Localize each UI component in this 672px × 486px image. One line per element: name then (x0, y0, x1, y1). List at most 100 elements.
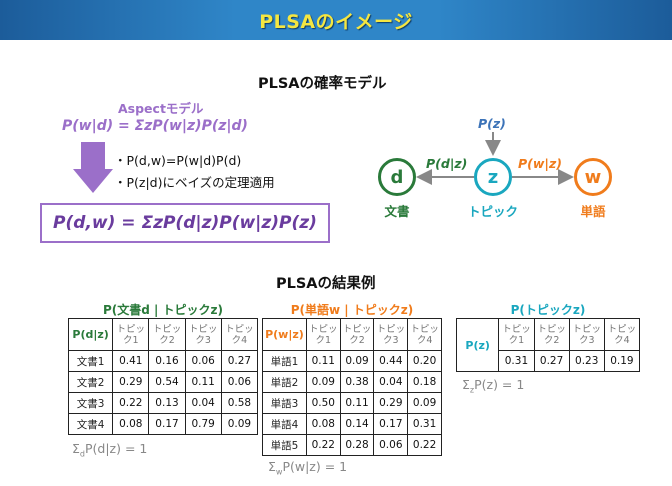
table-cell: 0.06 (184, 350, 222, 372)
topic-header: トピック4 (220, 318, 259, 351)
table-row: 0.31 0.27 0.23 0.19 (457, 350, 641, 372)
table-row: 単語2 0.09 0.38 0.04 0.18 (262, 371, 442, 393)
table-cell: 0.09 (407, 392, 442, 414)
topic-header: トピック4 (603, 318, 641, 351)
topic-header: トピック2 (148, 318, 186, 351)
row-label: 単語5 (262, 434, 307, 456)
table-header-row: P(z) トピック1 トピック2 トピック3 トピック4 (455, 318, 641, 372)
pz-corner: P(z) (455, 318, 500, 372)
pz-sum: ΣzP(z) = 1 (462, 377, 524, 395)
table-row: 単語5 0.22 0.28 0.06 0.22 (262, 434, 442, 456)
sum-symbol: Σ (72, 441, 80, 456)
sum-text: P(w|z) = 1 (282, 459, 348, 474)
results-heading: PLSAの結果例 (276, 276, 376, 292)
table-cell: 0.31 (498, 350, 535, 372)
topic-header: トピック2 (533, 318, 570, 351)
row-label: 文書2 (67, 371, 114, 393)
node-z-label: トピック (467, 204, 518, 219)
node-d-label: 文書 (384, 204, 410, 219)
node-w-letter: w (584, 166, 602, 188)
table-cell: 0.29 (373, 392, 409, 414)
table-row: 文書3 0.22 0.13 0.04 0.58 (67, 392, 259, 414)
table-header-row: P(w|z) トピック1 トピック2 トピック3 トピック4 (262, 318, 442, 351)
topic-header: トピック3 (568, 318, 605, 351)
table-cell: 0.50 (305, 392, 341, 414)
table-cell: 0.38 (339, 371, 375, 393)
pdz-sum: ΣdP(d|z) = 1 (72, 441, 147, 459)
note-joint: ・P(d,w)=P(w|d)P(d) (114, 153, 242, 168)
node-z-letter: z (487, 166, 499, 188)
topic-header: トピック3 (373, 318, 409, 351)
table-row: 単語3 0.50 0.11 0.29 0.09 (262, 392, 442, 414)
node-d: d (378, 158, 416, 196)
pwz-caption: P(単語w | トピックz) (290, 303, 414, 317)
table-cell: 0.41 (112, 350, 150, 372)
sum-subscript: z (469, 385, 475, 395)
sum-text: P(d|z) = 1 (84, 441, 148, 456)
table-cell: 0.17 (373, 413, 409, 435)
sum-symbol: Σ (268, 459, 276, 474)
table-row: 単語4 0.08 0.14 0.17 0.31 (262, 413, 442, 435)
sum-symbol: Σ (462, 377, 470, 392)
topic-header: トピック1 (112, 318, 150, 351)
table-cell: 0.09 (305, 371, 341, 393)
row-label: 文書1 (67, 350, 114, 372)
table-row: 文書4 0.08 0.17 0.79 0.09 (67, 413, 259, 435)
table-cell: 0.44 (373, 350, 409, 372)
table-cell: 0.19 (603, 350, 641, 372)
table-cell: 0.08 (305, 413, 341, 435)
pdz-corner: P(d|z) (67, 318, 114, 351)
sum-text: P(z) = 1 (474, 377, 525, 392)
table-cell: 0.11 (339, 392, 375, 414)
pz-caption: P(トピックz) (510, 303, 586, 317)
table-cell: 0.31 (407, 413, 442, 435)
table-cell: 0.04 (373, 371, 409, 393)
pwz-corner: P(w|z) (262, 318, 307, 351)
table-cell: 0.27 (533, 350, 570, 372)
aspect-model-label: Aspectモデル (118, 101, 204, 116)
table-cell: 0.27 (220, 350, 259, 372)
sum-subscript: d (79, 449, 85, 459)
table-cell: 0.06 (220, 371, 259, 393)
note-bayes: ・P(z|d)にベイズの定理適用 (114, 175, 275, 190)
table-cell: 0.22 (112, 392, 150, 414)
page-title: PLSAのイメージ (259, 10, 413, 33)
title-banner: PLSAのイメージ (0, 0, 672, 40)
table-row: 単語1 0.11 0.09 0.44 0.20 (262, 350, 442, 372)
topic-header: トピック3 (184, 318, 222, 351)
table-cell: 0.28 (339, 434, 375, 456)
pwz-table: P(w|z) トピック1 トピック2 トピック3 トピック4 単語1 0.11 … (262, 318, 442, 456)
node-z: z (474, 158, 512, 196)
table-cell: 0.58 (220, 392, 259, 414)
table-cell: 0.06 (373, 434, 409, 456)
table-cell: 0.18 (407, 371, 442, 393)
table-cell: 0.13 (148, 392, 186, 414)
sum-subscript: w (275, 467, 283, 477)
table-cell: 0.16 (148, 350, 186, 372)
table-cell: 0.22 (305, 434, 341, 456)
topic-header: トピック4 (407, 318, 442, 351)
table-cell: 0.54 (148, 371, 186, 393)
table-cell: 0.04 (184, 392, 222, 414)
joint-formula-box: P(d,w) = ΣzP(d|z)P(w|z)P(z) (40, 203, 330, 243)
aspect-formula: P(w|d) = ΣzP(w|z)P(z|d) (62, 118, 248, 134)
pdz-label: P(d|z) (426, 156, 468, 171)
table-header-row: P(d|z) トピック1 トピック2 トピック3 トピック4 (67, 318, 259, 351)
row-label: 単語4 (262, 413, 307, 435)
table-cell: 0.09 (339, 350, 375, 372)
table-cell: 0.08 (112, 413, 150, 435)
node-w: w (574, 158, 612, 196)
table-cell: 0.14 (339, 413, 375, 435)
topic-header: トピック2 (339, 318, 375, 351)
table-cell: 0.11 (305, 350, 341, 372)
row-label: 単語3 (262, 392, 307, 414)
table-cell: 0.29 (112, 371, 150, 393)
node-d-letter: d (390, 166, 404, 188)
table-cell: 0.79 (184, 413, 222, 435)
table-row: 文書2 0.29 0.54 0.11 0.06 (67, 371, 259, 393)
table-cell: 0.20 (407, 350, 442, 372)
table-cell: 0.17 (148, 413, 186, 435)
pdz-table: P(d|z) トピック1 トピック2 トピック3 トピック4 文書1 0.41 … (67, 318, 259, 435)
topic-header: トピック1 (498, 318, 535, 351)
graph-edges (416, 132, 574, 185)
